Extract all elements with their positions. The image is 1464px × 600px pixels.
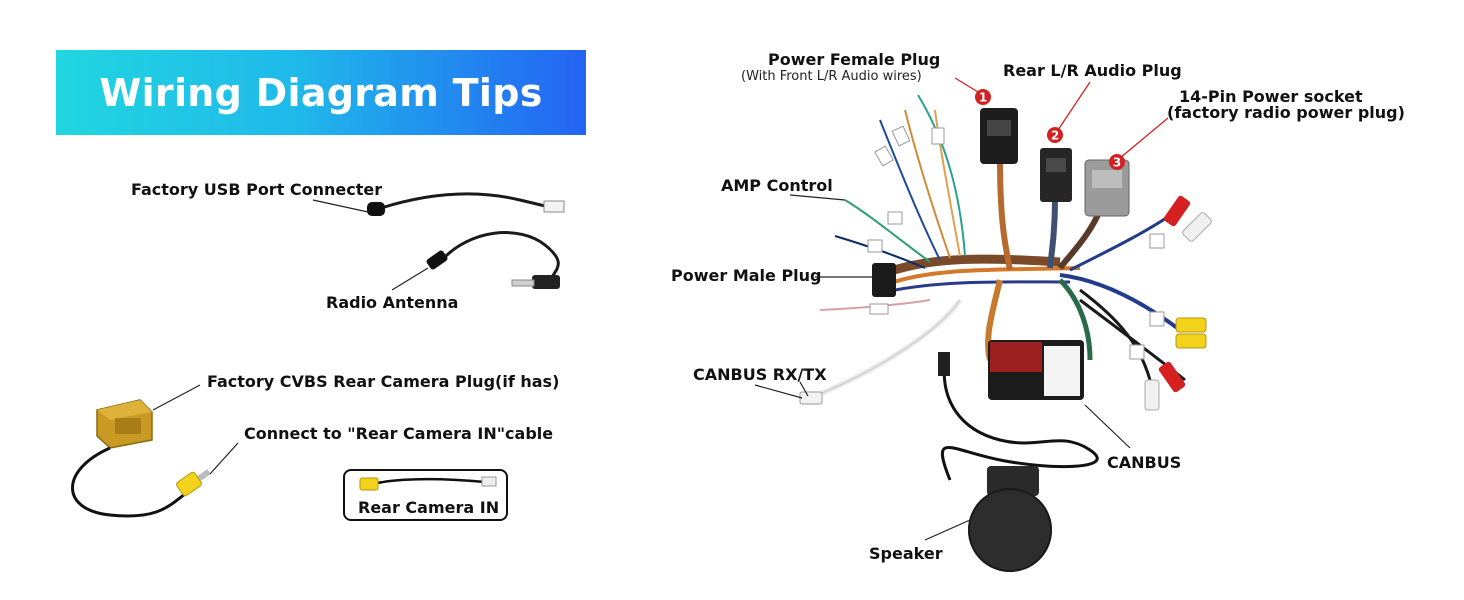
rear-camera-in-box — [343, 469, 508, 521]
label-power-female-plug: Power Female Plug — [768, 50, 941, 69]
label-canbus-rxtx: CANBUS RX/TX — [693, 365, 827, 384]
harness-illustration — [799, 94, 1212, 572]
marker-3: 3 — [1109, 154, 1125, 170]
label-cvbs-camera-plug: Factory CVBS Rear Camera Plug(if has) — [207, 372, 560, 391]
label-canbus: CANBUS — [1107, 453, 1182, 472]
label-amp-control: AMP Control — [721, 176, 833, 195]
label-radio-antenna: Radio Antenna — [326, 293, 459, 312]
label-14pin-sub: (factory radio power plug) — [1167, 103, 1405, 122]
title-banner: Wiring Diagram Tips — [56, 50, 586, 135]
marker-3-label: 3 — [1113, 156, 1121, 170]
label-usb-port: Factory USB Port Connecter — [131, 180, 383, 199]
label-power-male-plug: Power Male Plug — [671, 266, 822, 285]
marker-1: 1 — [975, 89, 991, 105]
label-power-female-sub: (With Front L/R Audio wires) — [741, 69, 922, 84]
label-connect-rear-camera: Connect to "Rear Camera IN"cable — [244, 424, 554, 443]
marker-2-label: 2 — [1051, 129, 1059, 143]
label-rear-audio-plug: Rear L/R Audio Plug — [1003, 61, 1182, 80]
antenna-cable-illustration — [391, 231, 560, 291]
label-speaker: Speaker — [869, 544, 943, 563]
cvbs-plug-illustration — [71, 384, 497, 518]
usb-cable-illustration — [312, 192, 565, 216]
label-rear-camera-in: Rear Camera IN — [358, 498, 500, 517]
label-14pin-socket: 14-Pin Power socket — [1179, 87, 1363, 106]
marker-1-label: 1 — [979, 91, 987, 105]
marker-2: 2 — [1047, 127, 1063, 143]
banner-title: Wiring Diagram Tips — [99, 70, 543, 115]
leader-lines — [754, 77, 1169, 541]
